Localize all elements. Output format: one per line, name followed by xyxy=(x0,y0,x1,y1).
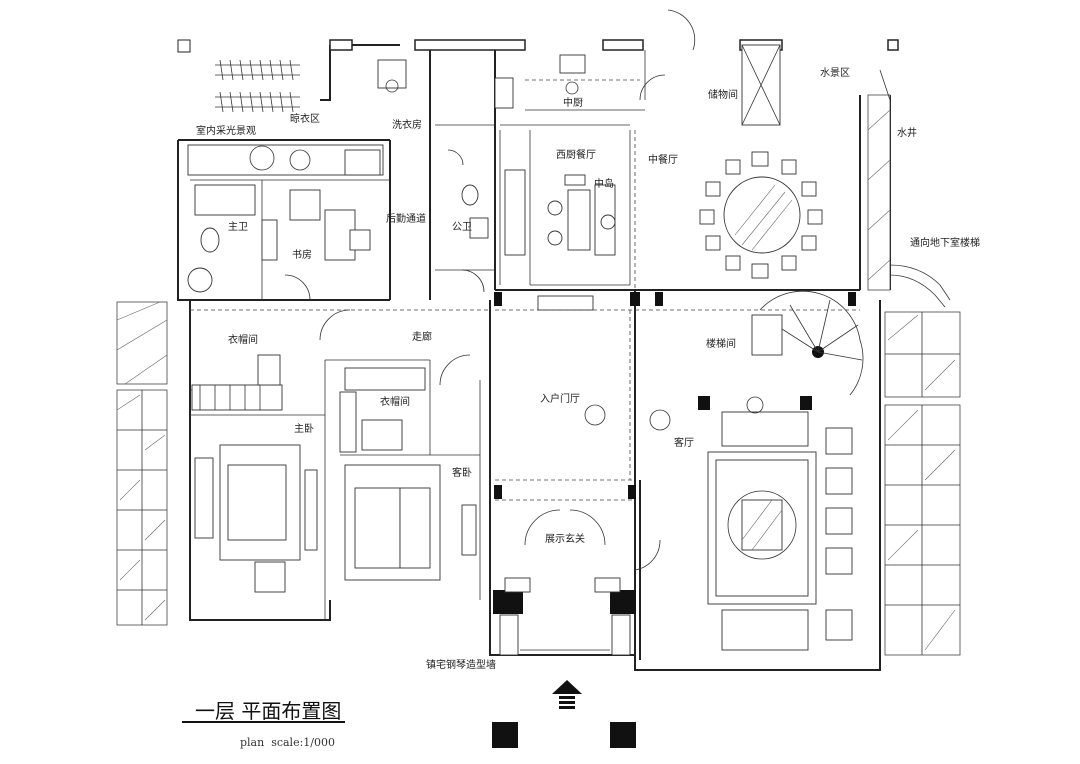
label-basement-stairs: 通向地下室楼梯 xyxy=(910,236,980,249)
label-laundry-room: 洗衣房 xyxy=(392,118,422,131)
furniture xyxy=(187,9,951,656)
label-living-room: 客厅 xyxy=(674,436,694,449)
label-indoor-landscape: 室内采光景观 xyxy=(196,124,256,137)
label-display-porch: 展示玄关 xyxy=(545,532,585,545)
master-bed xyxy=(194,444,318,593)
drying-racks xyxy=(215,59,300,113)
guest-bed xyxy=(344,464,477,581)
label-corridor: 走廊 xyxy=(412,330,432,343)
label-water-well: 水井 xyxy=(897,126,917,139)
structural-columns xyxy=(492,292,856,748)
label-entry-hall: 入户门厅 xyxy=(540,392,580,405)
label-feature-wall: 镇宅钢琴造型墙 xyxy=(426,658,496,671)
label-service-passage: 后勤通道 xyxy=(386,212,426,225)
plan-scale: plan scale:1/000 xyxy=(240,736,335,749)
label-study: 书房 xyxy=(292,248,312,261)
round-dining-table xyxy=(699,151,823,279)
zone-boundaries xyxy=(190,79,860,501)
label-laundry-area: 晾衣区 xyxy=(290,112,320,125)
interior-walls xyxy=(190,50,646,620)
entrance-arrow-icon xyxy=(552,680,582,709)
spiral-staircase xyxy=(751,290,864,396)
label-public-toilet: 公卫 xyxy=(452,222,472,233)
label-chinese-kitchen: 中厨 xyxy=(563,96,583,109)
label-cloakroom-2: 衣帽间 xyxy=(380,395,410,408)
label-island: 中岛 xyxy=(594,177,614,190)
label-master-bedroom: 主卧 xyxy=(294,422,314,435)
label-chinese-dining: 中餐厅 xyxy=(648,153,678,166)
label-water-area: 水景区 xyxy=(820,67,850,79)
label-cloakroom-1: 衣帽间 xyxy=(228,333,258,346)
label-western-dining: 西厨餐厅 xyxy=(556,148,596,161)
plan-title: 一层 平面布置图 xyxy=(195,699,341,723)
living-room-set xyxy=(707,411,853,651)
label-stair-hall: 楼梯间 xyxy=(706,337,736,350)
glass-panels-left xyxy=(116,301,168,626)
glass-panels-right xyxy=(867,94,961,656)
label-master-bath: 主卫 xyxy=(228,221,248,233)
label-storage: 储物间 xyxy=(708,88,738,101)
label-guest-bedroom: 客卧 xyxy=(452,466,472,479)
room-labels: 室内采光景观 晾衣区 洗衣房 主卫 书房 后勤通道 公卫 中厨 西厨餐厅 中岛 … xyxy=(196,67,980,671)
